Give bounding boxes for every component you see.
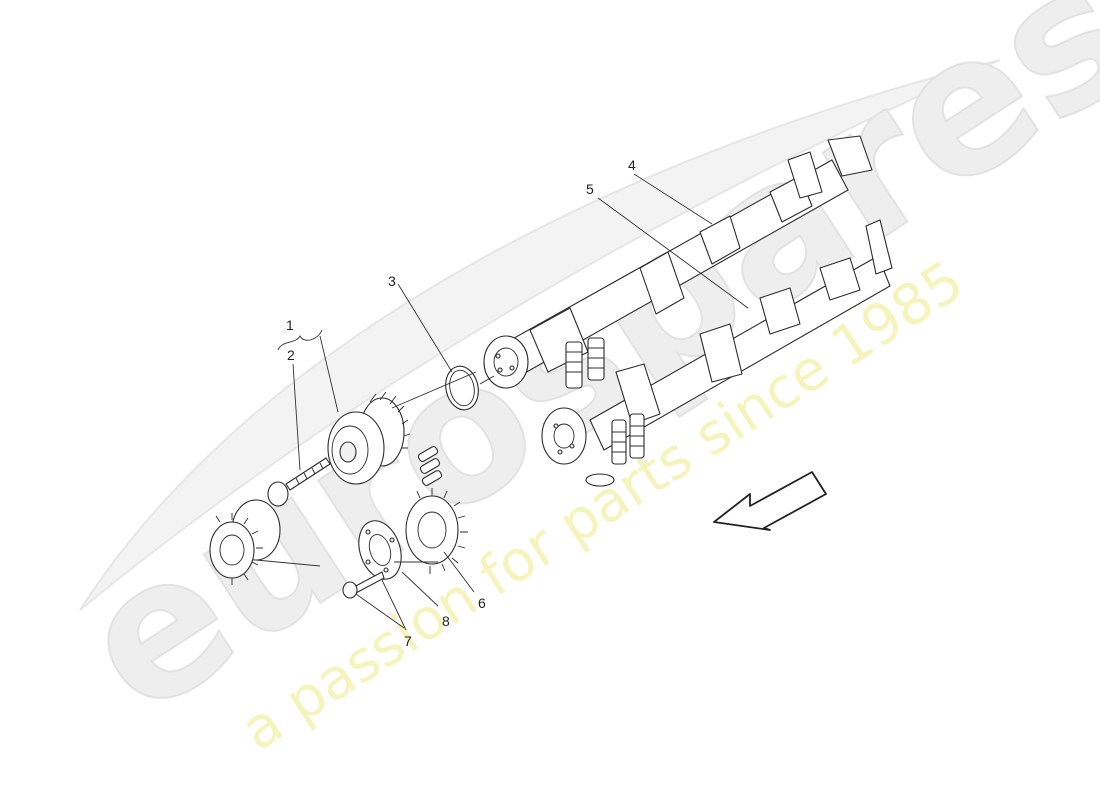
camshaft-lower xyxy=(541,219,893,465)
sprocket-gear xyxy=(405,488,468,574)
callout-1: 1 xyxy=(286,317,294,333)
valve-springs xyxy=(565,337,645,487)
double-gear xyxy=(209,499,281,585)
callout-5: 5 xyxy=(586,181,594,197)
callout-8: 8 xyxy=(442,613,450,629)
callout-3: 3 xyxy=(388,273,396,289)
plate-screw xyxy=(342,571,385,599)
callout-4: 4 xyxy=(628,157,636,173)
cam-pulley-assembly xyxy=(327,391,411,485)
retaining-ring xyxy=(445,365,495,411)
washer-plate xyxy=(358,520,402,580)
cam-bolt xyxy=(267,457,331,507)
callouts: 1 2 3 4 5 6 7 8 xyxy=(286,157,636,649)
callout-2: 2 xyxy=(287,347,295,363)
arrow-down-left-icon xyxy=(713,471,827,531)
chain-links xyxy=(417,446,443,486)
watermark-swoosh xyxy=(79,59,1001,611)
callout-6: 6 xyxy=(478,595,486,611)
leader-lines xyxy=(255,173,749,631)
callout-7: 7 xyxy=(404,633,412,649)
